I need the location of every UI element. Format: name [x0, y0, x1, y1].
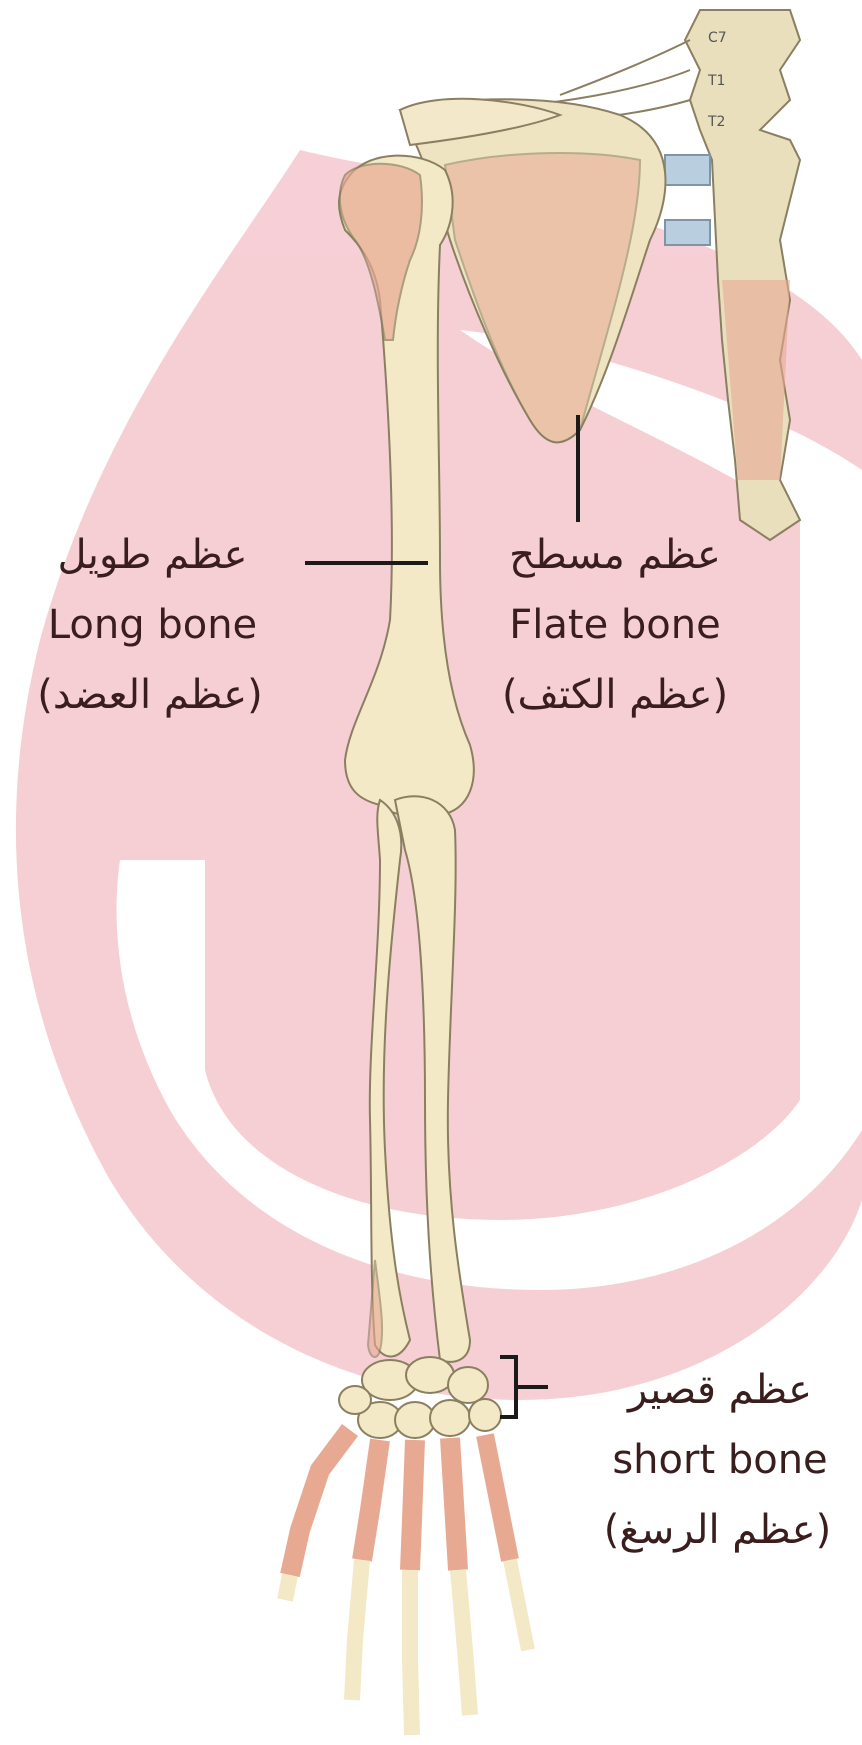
flat-bone-english: Flate bone [470, 605, 760, 645]
short-bone-example: (عظم الرسغ) [580, 1510, 855, 1550]
hand-bones [285, 1430, 528, 1735]
short-bone-arabic: عظم قصير [590, 1370, 850, 1410]
flat-bone-example: (عظم الكتف) [470, 675, 760, 715]
short-bone-english: short bone [590, 1440, 850, 1480]
vertebra-label-t1: T1 [707, 73, 725, 89]
vertebra-label-t2: T2 [707, 114, 725, 130]
vertebra-label-c7: C7 [708, 30, 727, 46]
vertebra-labels: C7 T1 T2 [707, 30, 727, 130]
long-bone-arabic: عظم طويل [20, 535, 285, 575]
flat-bone-arabic: عظم مسطح [470, 535, 760, 575]
long-bone-english: Long bone [20, 605, 285, 645]
long-bone-example: (عظم العضد) [5, 675, 295, 715]
long-bone-label: عظم طويل [20, 535, 285, 575]
